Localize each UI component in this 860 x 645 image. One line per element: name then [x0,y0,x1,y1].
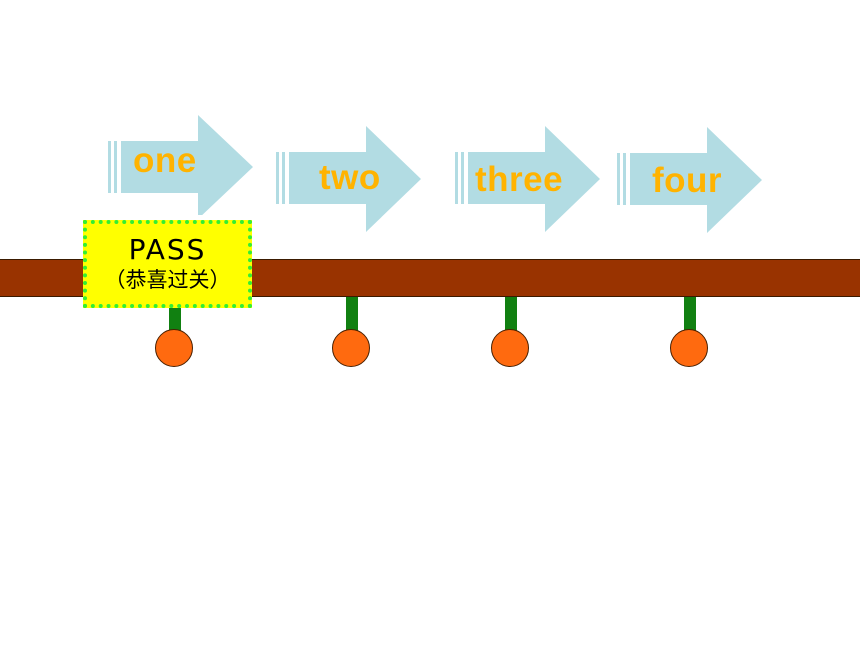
arrow-right-icon [455,126,600,232]
level-arrow-three[interactable]: three [455,126,600,232]
pass-badge: PASS （恭喜过关） [83,220,252,308]
level-arrow-one[interactable]: one [108,115,253,215]
level-label-three: three [475,160,564,199]
level-marker-four[interactable] [670,329,708,367]
level-label-two: two [319,158,381,197]
level-arrow-four[interactable]: four [617,127,762,233]
arrow-right-icon [276,126,421,232]
level-marker-one[interactable] [155,329,193,367]
level-label-four: four [652,161,723,200]
level-arrow-two[interactable]: two [276,126,421,232]
marker-stem-three [505,297,517,331]
level-marker-two[interactable] [332,329,370,367]
arrow-right-icon [617,127,762,233]
marker-stem-two [346,297,358,331]
level-marker-three[interactable] [491,329,529,367]
pass-title: PASS [128,233,207,266]
level-label-one: one [133,141,197,180]
marker-stem-four [684,297,696,331]
pass-subtitle: （恭喜过关） [104,268,231,292]
arrow-right-icon [108,115,253,215]
